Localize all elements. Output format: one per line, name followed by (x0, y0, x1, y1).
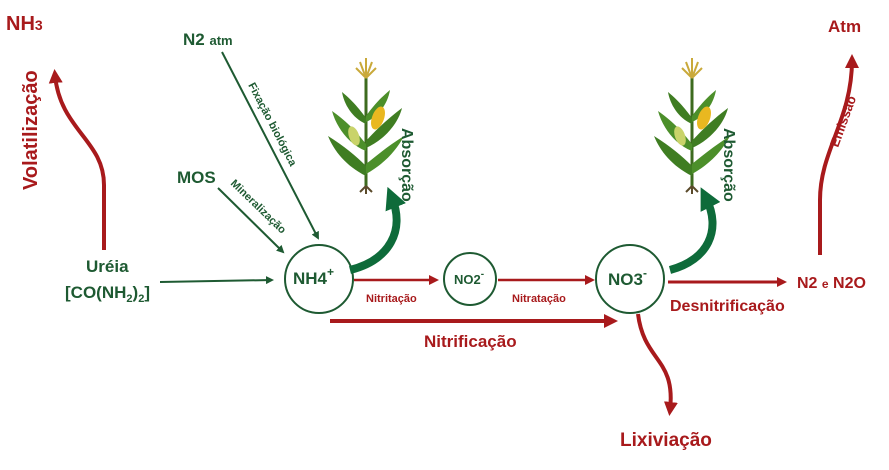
emissao-label: Emissão (827, 94, 859, 149)
atm-label: Atm (828, 17, 861, 36)
fixacao-label: Fixação biológica (245, 81, 299, 169)
no2-label: NO2- (454, 269, 484, 287)
lixiviacao-label: Lixiviação (620, 430, 712, 451)
n2-n2o-label: N2 e N2O (797, 275, 866, 292)
absorcao-arrow-2 (668, 187, 721, 274)
n2-atm-label: N2 atm (183, 30, 233, 49)
absorcao-arrow-1 (348, 186, 406, 274)
ureia-formula: [CO(NH2)2] (65, 283, 150, 305)
desnitrificacao-label: Desnitrificação (670, 298, 785, 315)
lixiviacao-arrow (636, 313, 678, 416)
nh3-label: NH3 (6, 13, 43, 35)
absorcao-label-1: Absorção (398, 128, 415, 202)
corn-plant-icon-2 (652, 56, 732, 196)
mineralizacao-arrow (217, 187, 285, 254)
mos-label: MOS (177, 168, 216, 187)
ureia-arrow (159, 276, 274, 285)
fixacao-arrow (221, 51, 319, 240)
nh4-node (284, 244, 354, 314)
volatilizacao-arrow (48, 69, 106, 250)
absorcao-label-2: Absorção (720, 128, 737, 202)
emissao-arrow (818, 54, 859, 255)
corn-plant-icon (326, 56, 406, 196)
no3-label: NO3- (608, 266, 647, 289)
no2-node (443, 252, 497, 306)
no3-node (595, 244, 665, 314)
nh4-label: NH4+ (293, 265, 334, 288)
nitratacao-label: Nitratação (512, 293, 566, 305)
nitrificacao-label: Nitrificação (424, 332, 517, 351)
ureia-label: Uréia (86, 257, 129, 276)
volatilizacao-label: Volatilização (20, 70, 42, 190)
nitritacao-label: Nitritação (366, 293, 417, 305)
